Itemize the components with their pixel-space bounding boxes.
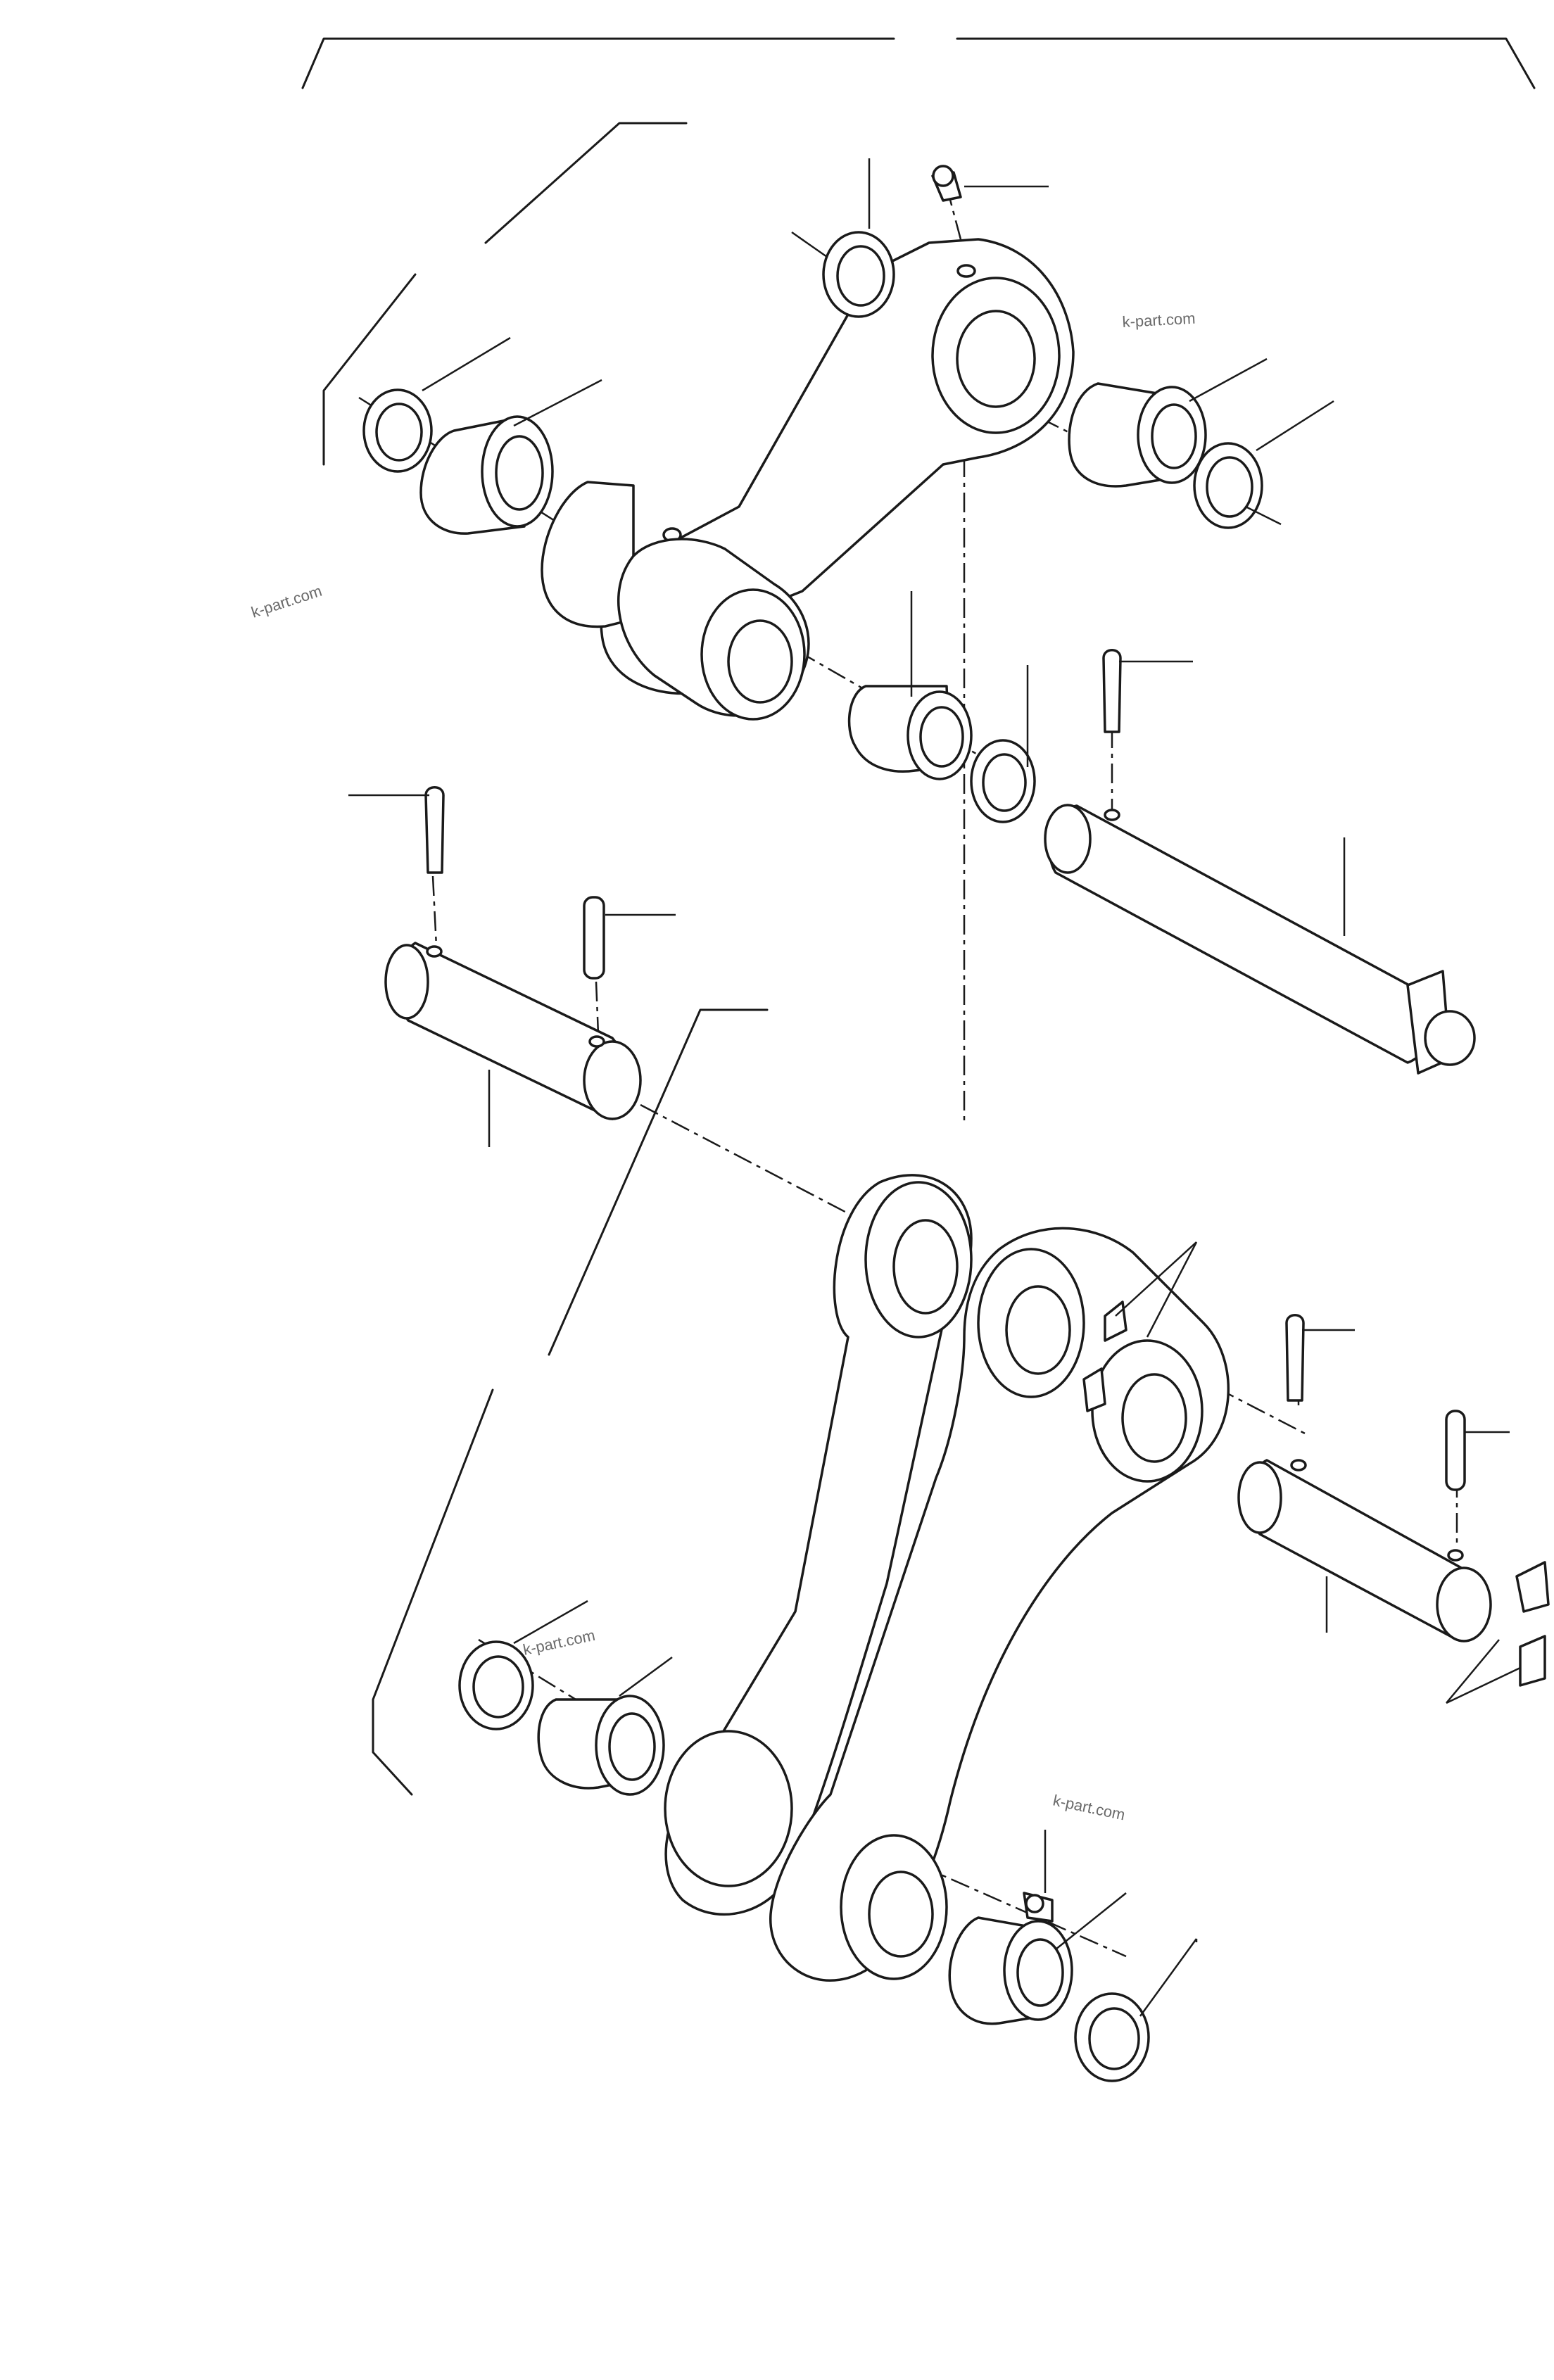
- upper-link-arm: [541, 238, 1075, 721]
- long-pin-right: [1044, 804, 1476, 1075]
- cotter-pin-upper-right: [1102, 649, 1122, 733]
- roll-pin-left: [583, 896, 605, 980]
- leader-lines: [348, 158, 1521, 2017]
- grease-fitting-upper: [931, 165, 962, 202]
- short-pin-right: [1237, 1459, 1492, 1642]
- lower-left-parts: [458, 1640, 665, 1796]
- cotter-pin-left: [424, 786, 445, 874]
- watermark-1: k-part.com: [1122, 310, 1196, 331]
- lower-group-bracket: [372, 1008, 769, 1796]
- short-pin-left: [384, 942, 642, 1120]
- roll-pin-right: [1445, 1410, 1466, 1491]
- snap-rings-upper: [1082, 1300, 1127, 1412]
- lower-link-rear-plate: [664, 1174, 973, 1916]
- upper-parts: [362, 231, 1263, 823]
- top-bracket: [301, 37, 1536, 89]
- cotter-pin-right: [1285, 1314, 1305, 1402]
- watermark-4: k-part.com: [1051, 1791, 1127, 1823]
- snap-rings-lower: [1515, 1561, 1550, 1687]
- lower-link-spacer: [664, 1730, 793, 1887]
- watermark-2: k-part.com: [249, 582, 324, 621]
- upper-group-bracket: [322, 122, 688, 466]
- watermark-3: k-part.com: [522, 1626, 597, 1659]
- grease-fitting-lower: [1023, 1892, 1054, 1923]
- lower-link-front-plate: [769, 1227, 1230, 1982]
- lower-right-parts: [948, 1916, 1150, 2082]
